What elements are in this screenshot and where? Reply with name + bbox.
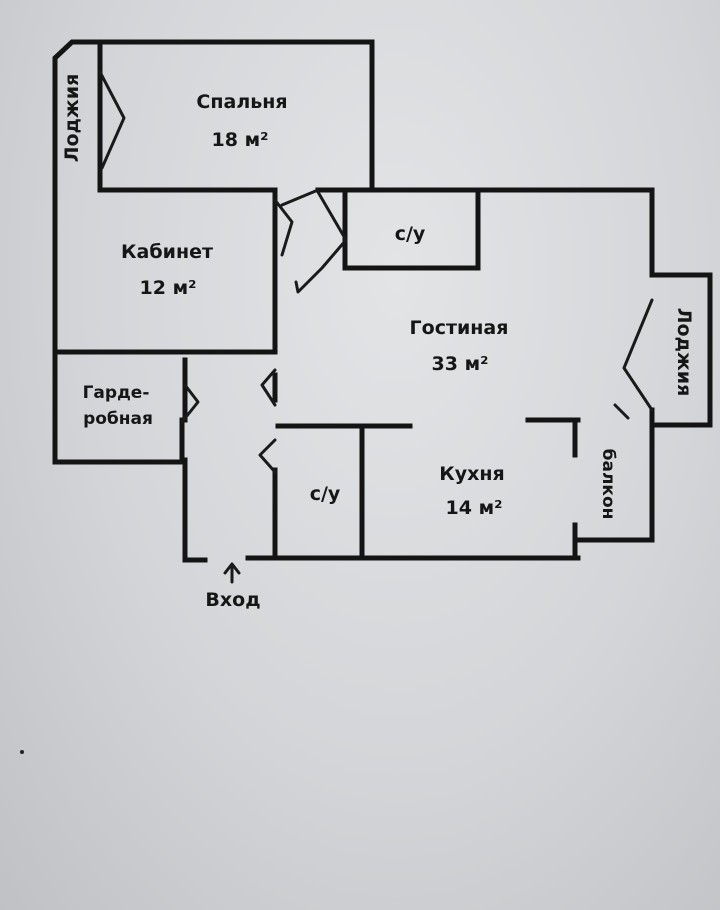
bath-top-door	[294, 190, 348, 294]
study-door	[273, 198, 294, 257]
living-lower-wall	[275, 417, 581, 429]
living-door	[260, 368, 277, 407]
loggia-top-door	[98, 70, 126, 170]
bath-bottom-label: с/у	[310, 483, 341, 505]
wardrobe-door	[180, 383, 200, 424]
living-top-wall	[315, 187, 655, 278]
right-exterior-wall	[572, 407, 655, 543]
living-area: 33 м²	[432, 353, 489, 375]
loggia-top-label: Лоджия	[61, 74, 83, 163]
balcony-door	[613, 403, 630, 420]
corridor-left-wall	[182, 357, 208, 563]
kitchen-label: Кухня	[439, 463, 505, 485]
loggia-top-walls	[52, 39, 103, 193]
wardrobe-label-line1: Гарде-	[83, 383, 150, 403]
bath-bottom-door	[258, 438, 277, 474]
loggia-right-walls	[649, 272, 713, 428]
ink-dot	[20, 750, 24, 754]
doors	[98, 70, 654, 474]
bedroom-walls	[97, 39, 375, 193]
entrance-arrow-icon	[223, 562, 241, 584]
bedroom-door	[280, 188, 320, 207]
balcony-label: балкон	[598, 449, 618, 520]
kitchen-area: 14 м²	[446, 497, 503, 519]
loggia-right-label: Лоджия	[673, 308, 695, 397]
study-area: 12 м²	[140, 277, 197, 299]
entrance-label: Вход	[205, 589, 260, 611]
living-label: Гостиная	[410, 317, 509, 339]
study-label: Кабинет	[121, 241, 213, 263]
bedroom-label: Спальня	[196, 91, 287, 113]
bath-top-walls	[342, 187, 481, 271]
bedroom-area: 18 м²	[212, 129, 269, 151]
wardrobe-walls	[52, 349, 185, 465]
wardrobe-label-line2: робная	[83, 409, 153, 429]
bath-top-label: с/у	[395, 223, 426, 245]
walls	[52, 39, 713, 563]
loggia-right-door	[622, 298, 654, 412]
study-walls	[52, 187, 278, 355]
